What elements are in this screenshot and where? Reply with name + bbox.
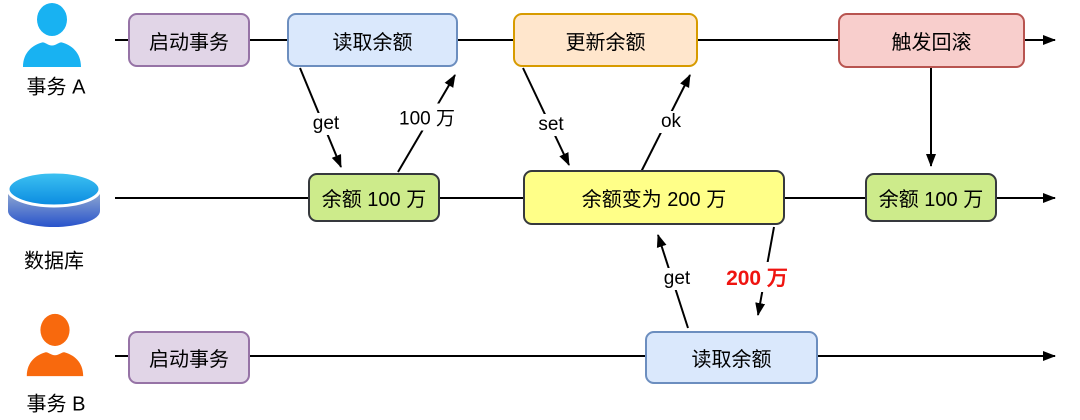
node-a-read-balance: 读取余额 <box>287 13 458 67</box>
node-db-balance-100-after: 余额 100 万 <box>865 173 997 222</box>
database-label: 数据库 <box>24 250 84 273</box>
person-icon <box>23 3 81 67</box>
database-icon <box>6 170 102 227</box>
edge-label-get-a: get <box>310 113 342 135</box>
edge-label-return-200-dirty-read: 200 万 <box>724 262 790 292</box>
edge-label-ok: ok <box>658 111 684 133</box>
actor-a-label: 事务 A <box>26 76 86 99</box>
edge-label-return-100: 100 万 <box>397 103 457 131</box>
edge-label-set: set <box>536 114 566 136</box>
node-b-read-balance: 读取余额 <box>645 331 818 384</box>
node-a-trigger-rollback: 触发回滚 <box>838 13 1025 68</box>
person-icon <box>26 313 84 377</box>
actor-b-label: 事务 B <box>26 393 86 416</box>
node-a-update-balance: 更新余额 <box>513 13 698 67</box>
edge-label-get-b: get <box>661 268 693 290</box>
node-b-start-transaction: 启动事务 <box>128 331 250 384</box>
node-a-start-transaction: 启动事务 <box>128 13 250 67</box>
node-db-balance-becomes-200: 余额变为 200 万 <box>523 170 785 225</box>
node-db-balance-100-before: 余额 100 万 <box>308 173 440 222</box>
